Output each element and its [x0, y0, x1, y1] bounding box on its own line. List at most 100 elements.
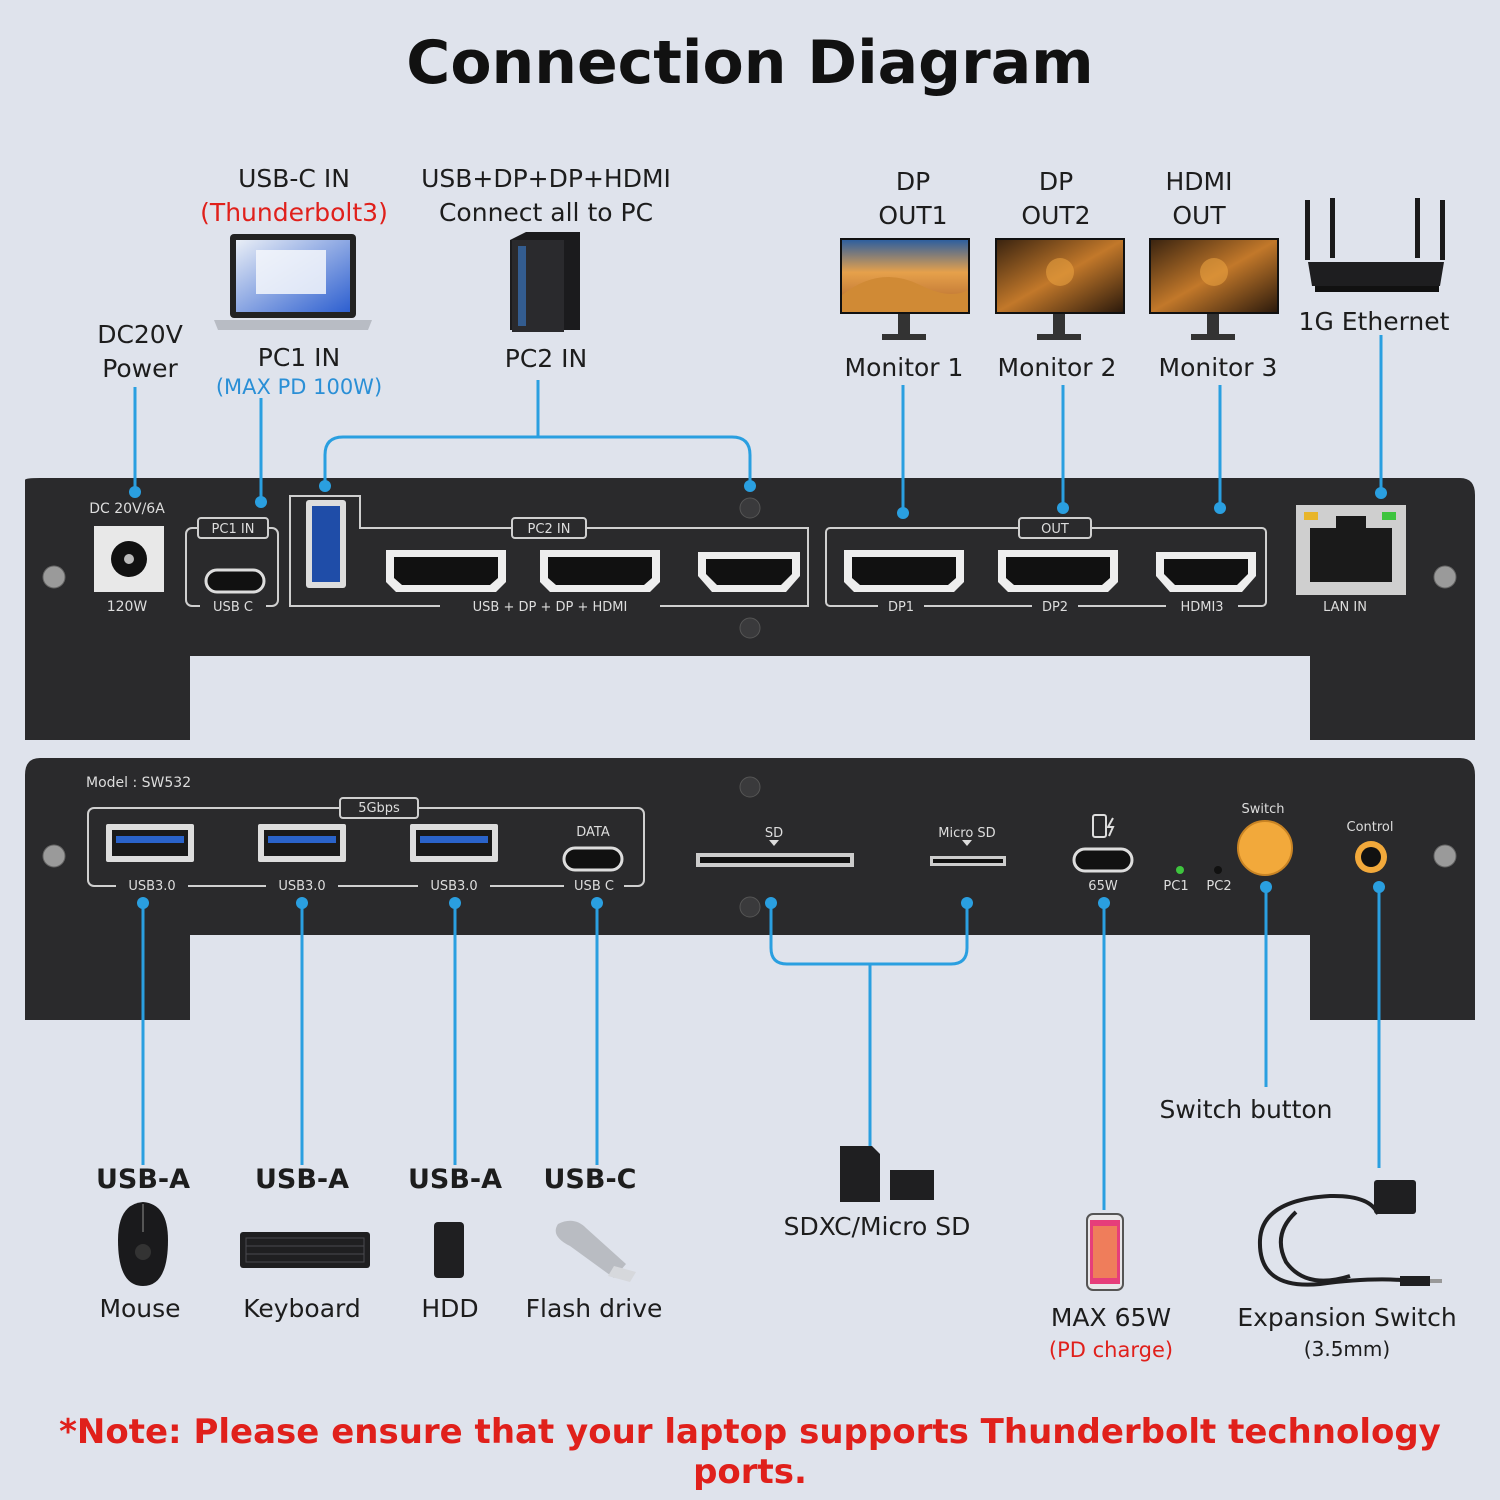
max-65w-label: MAX 65W [1050, 1303, 1172, 1332]
thunderbolt-label: (Thunderbolt3) [200, 198, 388, 227]
usb-c-label: USB C [213, 600, 253, 615]
lan-label: LAN IN [1323, 600, 1367, 615]
micro-sd-label: Micro SD [938, 826, 995, 841]
dp-out2-label: DP OUT2 [1021, 165, 1090, 233]
pc1-led-label: PC1 [1163, 879, 1188, 894]
usb-a-port-icon [410, 824, 498, 862]
data-label: DATA [576, 825, 610, 840]
usb-c-pd-port-icon [1072, 847, 1134, 873]
model-label: Model : SW532 [86, 775, 191, 791]
mouse-icon [118, 1202, 168, 1286]
mouse-label: Mouse [99, 1294, 181, 1323]
pc2-group-line-2: Connect all to PC [438, 198, 654, 227]
screw-icon [42, 565, 66, 589]
monitor-1-label: Monitor 1 [844, 353, 964, 382]
flash-drive-label: Flash drive [525, 1294, 663, 1323]
usb30-label: USB3.0 [128, 879, 175, 894]
flash-drive-icon [555, 1220, 636, 1282]
dc-watt-label: 120W [107, 599, 148, 615]
pd-watt-label: 65W [1088, 879, 1118, 894]
sd-card-icon [840, 1146, 880, 1202]
dc-power-line-2: Power [102, 354, 178, 383]
front-panel: Model : SW532 5Gbps DATA [25, 758, 1475, 1020]
pc1-led-icon [1176, 866, 1184, 874]
keyboard-label: Keyboard [243, 1294, 361, 1323]
sd-cards-label: SDXC/Micro SD [783, 1212, 971, 1241]
dp-out2-line-2: OUT2 [1021, 201, 1091, 230]
usb30-label: USB3.0 [430, 879, 477, 894]
screw-icon [739, 776, 761, 798]
pc2-group-label: USB+DP+DP+HDMI Connect all to PC [421, 162, 671, 230]
switch-label: Switch [1242, 802, 1285, 817]
pc2-in-label: PC2 IN [504, 344, 588, 373]
usbc-in-label: USB-C IN [238, 164, 350, 193]
usb-a-type-label: USB-A [95, 1164, 191, 1195]
usb-c-label: USB C [574, 879, 614, 894]
thunderbolt-note: *Note: Please ensure that your laptop su… [59, 1412, 1441, 1492]
jack-size-label: (3.5mm) [1303, 1337, 1391, 1361]
pc2-in-tag: PC2 IN [528, 522, 571, 537]
monitor-1-icon [840, 238, 970, 340]
control-label: Control [1347, 820, 1394, 835]
speed-tag: 5Gbps [358, 801, 400, 816]
hdmi-out-label: HDMI OUT [1166, 165, 1233, 233]
dp-out1-label: DP OUT1 [878, 165, 947, 233]
usb-a-port-icon [258, 824, 346, 862]
screw-icon [1433, 844, 1457, 868]
sd-label: SD [765, 826, 783, 841]
monitor-3-icon [1149, 238, 1279, 340]
smartphone-icon [1086, 1213, 1124, 1291]
hdd-label: HDD [421, 1294, 479, 1323]
switch-button-label: Switch button [1159, 1095, 1333, 1124]
ethernet-label: 1G Ethernet [1298, 307, 1450, 336]
screw-icon [739, 497, 761, 519]
pc2-led-icon [1214, 866, 1222, 874]
screw-icon [739, 617, 761, 639]
dc-spec-label: DC 20V/6A [89, 501, 165, 517]
back-panel: DC 20V/6A 120W PC1 IN USB C PC2 IN USB +… [25, 478, 1475, 740]
usb-a-type-label: USB-A [254, 1164, 350, 1195]
keyboard-icon [240, 1232, 370, 1268]
router-icon [1305, 198, 1445, 292]
pc2-group-line-1: USB+DP+DP+HDMI [421, 164, 671, 193]
dp-out2-line-1: DP [1038, 167, 1074, 196]
screw-icon [739, 896, 761, 918]
hdmi-out-line-2: OUT [1172, 201, 1226, 230]
pd-charge-label: (PD charge) [1048, 1338, 1174, 1362]
expansion-switch-icon [1257, 1180, 1442, 1287]
usb-a-port-icon [106, 824, 194, 862]
monitor-2-label: Monitor 2 [997, 353, 1117, 382]
usb-a-type-label: USB-A [407, 1164, 503, 1195]
dc-power-line-1: DC20V [97, 320, 183, 349]
monitor-2-icon [995, 238, 1125, 340]
connector-dots [129, 480, 1387, 909]
desktop-pc-icon [510, 232, 580, 332]
switch-button[interactable] [1237, 820, 1293, 876]
out-tag: OUT [1041, 522, 1069, 537]
diagram-title: Connection Diagram [406, 28, 1094, 98]
expansion-switch-label: Expansion Switch [1237, 1303, 1457, 1332]
dc-power-label: DC20V Power [97, 318, 183, 386]
screw-icon [42, 844, 66, 868]
hdmi-out-line-1: HDMI [1165, 167, 1233, 196]
hdmi3-label: HDMI3 [1180, 600, 1223, 615]
pc2-ports-label: USB + DP + DP + HDMI [473, 600, 628, 615]
usb-c-type-label: USB-C [543, 1164, 637, 1195]
pc2-led-label: PC2 [1206, 879, 1231, 894]
connector-lines [133, 335, 1383, 1210]
dp1-label: DP1 [888, 600, 914, 615]
screw-icon [1433, 565, 1457, 589]
pc1-in-tag: PC1 IN [212, 522, 255, 537]
usb30-label: USB3.0 [278, 879, 325, 894]
laptop-icon [214, 234, 372, 330]
dp-out1-line-1: DP [895, 167, 931, 196]
usb-c-port-icon [204, 568, 266, 594]
micro-sd-card-icon [890, 1170, 934, 1200]
usb-c-port-icon [562, 846, 624, 872]
dp2-label: DP2 [1042, 600, 1068, 615]
hdd-icon [434, 1222, 464, 1278]
phone-charge-icon [1092, 814, 1115, 838]
pc1-in-label: PC1 IN [257, 343, 341, 372]
